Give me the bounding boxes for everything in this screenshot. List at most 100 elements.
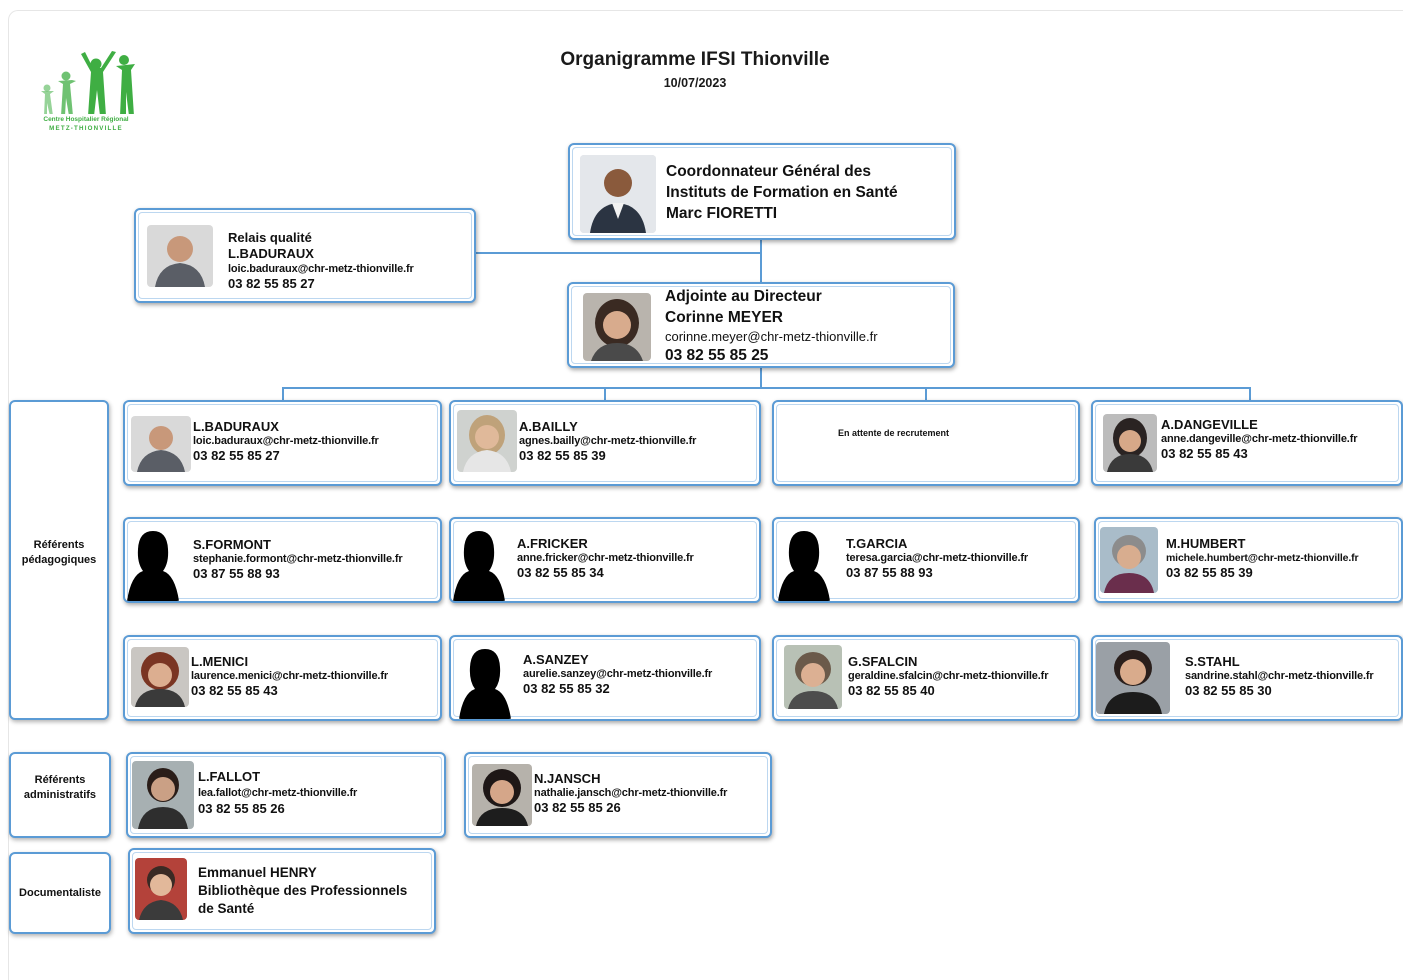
person-email: geraldine.sfalcin@chr-metz-thionville.fr <box>848 669 1049 682</box>
documentalist-name: Emmanuel HENRY <box>198 865 317 880</box>
person-name: L.BADURAUX <box>193 419 279 434</box>
quality-role: Relais qualité <box>228 230 312 245</box>
person-phone: 03 87 55 88 93 <box>193 566 280 582</box>
person-phone: 03 82 55 85 32 <box>523 681 610 697</box>
logo-text: Centre Hospitalier Régional <box>43 116 129 123</box>
page-frame <box>8 10 1403 980</box>
deputy-email: corinne.meyer@chr-metz-thionville.fr <box>665 329 878 345</box>
quality-photo <box>147 225 213 287</box>
person-phone: 03 82 55 85 26 <box>198 801 285 817</box>
documentalist-card: Emmanuel HENRY Bibliothèque des Professi… <box>128 848 436 934</box>
person-name: T.GARCIA <box>846 536 908 551</box>
person-email: loic.baduraux@chr-metz-thionville.fr <box>193 434 379 447</box>
quality-box: Relais qualité L.BADURAUX loic.baduraux@… <box>134 208 476 303</box>
silhouette-icon <box>457 645 513 719</box>
person-card: T.GARCIA teresa.garcia@chr-metz-thionvil… <box>772 517 1080 603</box>
person-email: agnes.bailly@chr-metz-thionville.fr <box>519 434 697 447</box>
category-administrative: Référents administratifs <box>9 752 111 838</box>
person-card: A.BAILLY agnes.bailly@chr-metz-thionvill… <box>449 400 761 486</box>
person-phone: 03 82 55 85 39 <box>1166 564 1253 580</box>
connector-deputy-down <box>760 366 762 388</box>
connector-branch <box>282 387 1250 389</box>
quality-email: loic.baduraux@chr-metz-thionville.fr <box>228 262 414 275</box>
person-name: S.STAHL <box>1185 654 1240 669</box>
person-card: L.FALLOT lea.fallot@chr-metz-thionville.… <box>126 752 446 838</box>
documentalist-line3: de Santé <box>198 901 255 917</box>
person-email: anne.dangeville@chr-metz-thionville.fr <box>1161 432 1358 445</box>
person-photo <box>457 410 517 472</box>
person-card: M.HUMBERT michele.humbert@chr-metz-thion… <box>1094 517 1403 603</box>
person-phone: 03 82 55 85 30 <box>1185 683 1272 699</box>
quality-name: L.BADURAUX <box>228 245 314 261</box>
person-phone: 03 82 55 85 40 <box>848 683 935 699</box>
logo-figures-icon <box>41 51 135 116</box>
category-administrative-line2: administratifs <box>23 789 97 801</box>
silhouette-icon <box>125 527 181 601</box>
person-name: L.MENICI <box>191 654 249 669</box>
recruitment-card: En attente de recrutement <box>772 400 1080 486</box>
director-box: Coordonnateur Général des Instituts de F… <box>568 143 956 240</box>
director-name: Marc FIORETTI <box>666 205 778 223</box>
connector-drop-1 <box>282 387 284 401</box>
category-documentalist: Documentaliste <box>9 852 111 934</box>
person-photo <box>131 647 189 707</box>
person-email: sandrine.stahl@chr-metz-thionville.fr <box>1185 669 1374 682</box>
logo-subtext: METZ-THIONVILLE <box>49 125 123 132</box>
person-email: lea.fallot@chr-metz-thionville.fr <box>198 786 358 799</box>
person-card: A.FRICKER anne.fricker@chr-metz-thionvil… <box>449 517 761 603</box>
person-phone: 03 82 55 85 39 <box>519 448 606 464</box>
person-phone: 03 82 55 85 27 <box>193 448 280 464</box>
person-email: stephanie.formont@chr-metz-thionville.fr <box>193 552 403 565</box>
person-name: M.HUMBERT <box>1166 536 1246 551</box>
person-phone: 03 82 55 85 34 <box>517 565 604 581</box>
person-phone: 03 82 55 85 26 <box>534 800 621 816</box>
person-email: anne.fricker@chr-metz-thionville.fr <box>517 551 694 564</box>
person-photo <box>135 858 187 920</box>
person-name: A.DANGEVILLE <box>1161 417 1258 432</box>
person-name: N.JANSCH <box>534 771 601 786</box>
person-card: G.SFALCIN geraldine.sfalcin@chr-metz-thi… <box>772 635 1080 721</box>
person-name: L.FALLOT <box>198 769 261 784</box>
category-pedagogical-line1: Référents <box>33 539 85 551</box>
deputy-photo <box>583 293 651 361</box>
person-phone: 03 82 55 85 43 <box>191 683 278 699</box>
person-card: N.JANSCH nathalie.jansch@chr-metz-thionv… <box>464 752 772 838</box>
person-email: aurelie.sanzey@chr-metz-thionville.fr <box>523 667 713 680</box>
connector-drop-3 <box>925 387 927 401</box>
person-name: G.SFALCIN <box>848 654 918 669</box>
person-photo <box>1100 527 1158 593</box>
person-name: A.SANZEY <box>523 652 589 667</box>
category-documentalist-label: Documentaliste <box>19 887 101 899</box>
person-card: L.BADURAUX loic.baduraux@chr-metz-thionv… <box>123 400 442 486</box>
person-card: A.SANZEY aurelie.sanzey@chr-metz-thionvi… <box>449 635 761 721</box>
person-photo <box>131 416 191 472</box>
deputy-phone: 03 82 55 85 25 <box>665 347 769 365</box>
person-card: S.STAHL sandrine.stahl@chr-metz-thionvil… <box>1091 635 1403 721</box>
person-card: L.MENICI laurence.menici@chr-metz-thionv… <box>123 635 442 721</box>
person-card: S.FORMONT stephanie.formont@chr-metz-thi… <box>123 517 442 603</box>
person-photo <box>1096 642 1170 714</box>
person-email: nathalie.jansch@chr-metz-thionville.fr <box>534 786 728 799</box>
connector-drop-2 <box>604 387 606 401</box>
deputy-name: Corinne MEYER <box>665 309 783 327</box>
connector-drop-4 <box>1249 387 1251 401</box>
person-phone: 03 87 55 88 93 <box>846 565 933 581</box>
person-photo <box>784 645 842 709</box>
person-email: michele.humbert@chr-metz-thionville.fr <box>1166 551 1359 564</box>
deputy-box: Adjointe au Directeur Corinne MEYER cori… <box>567 282 955 368</box>
category-pedagogical-line2: pédagogiques <box>21 554 97 566</box>
connector-quality <box>474 252 761 254</box>
director-title-line1: Coordonnateur Général des <box>666 163 871 180</box>
quality-phone: 03 82 55 85 27 <box>228 276 315 292</box>
director-photo <box>580 155 656 233</box>
person-phone: 03 82 55 85 43 <box>1161 446 1248 462</box>
deputy-role: Adjointe au Directeur <box>665 288 822 305</box>
director-title-line2: Instituts de Formation en Santé <box>666 184 898 202</box>
silhouette-icon <box>451 527 507 601</box>
page-date: 10/07/2023 <box>663 76 727 90</box>
person-name: S.FORMONT <box>193 537 271 552</box>
connector-director-deputy <box>760 238 762 284</box>
person-email: teresa.garcia@chr-metz-thionville.fr <box>846 551 1028 564</box>
person-name: A.BAILLY <box>519 419 578 434</box>
person-email: laurence.menici@chr-metz-thionville.fr <box>191 669 388 682</box>
